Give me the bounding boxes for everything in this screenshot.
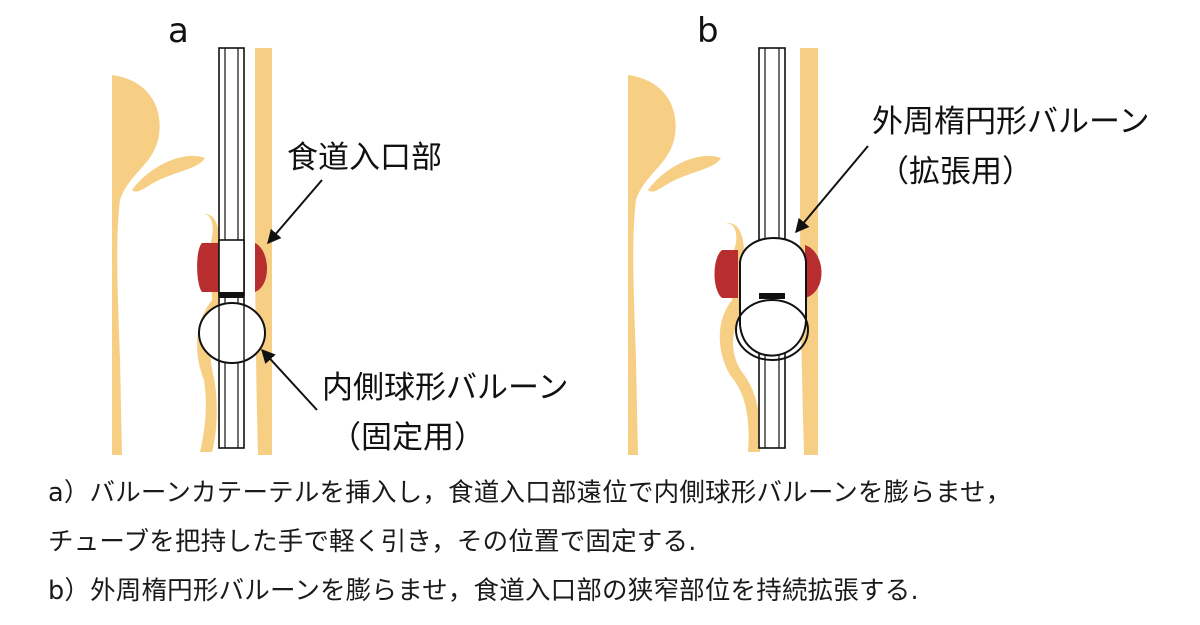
label-outer-balloon-purpose: （拡張用）: [878, 154, 1033, 190]
inner-spherical-balloon-a: [198, 302, 266, 364]
balloon-marker-b: [759, 293, 785, 299]
panel-b: b 外周楕円形バルーン （拡張用）: [628, 11, 1149, 455]
epiglottis-b: [648, 155, 721, 192]
arrow-inner-balloon: [261, 348, 318, 411]
epiglottis-a: [132, 155, 205, 192]
caption-line-2: チューブを把持した手で軽く引き，その位置で固定する.: [48, 527, 697, 557]
stricture-left-b: [714, 250, 738, 298]
arrow-outer-balloon: [795, 145, 869, 234]
stricture-left-a: [197, 243, 218, 292]
laryngeal-tissue-b: [719, 223, 761, 452]
stricture-right-a: [255, 243, 268, 292]
label-inner-balloon: 内側球形バルーン: [322, 370, 568, 406]
pharyngeal-wall-left-b: [628, 75, 676, 455]
panel-letter-b: b: [697, 11, 719, 51]
arrow-esophageal-entrance: [267, 179, 323, 245]
panel-letter-a: a: [168, 11, 189, 51]
caption-line-3: b）外周楕円形バルーンを膨らませ，食道入口部の狭窄部位を持続拡張する.: [48, 576, 919, 606]
balloon-marker-a: [219, 292, 244, 298]
outer-balloon-deflated-a: [218, 239, 245, 296]
label-esophageal-entrance: 食道入口部: [287, 140, 442, 176]
caption-line-1: a）バルーンカテーテルを挿入し，食道入口部遠位で内側球形バルーンを膨らませ，: [48, 478, 1012, 508]
label-outer-balloon: 外周楕円形バルーン: [872, 104, 1149, 140]
label-inner-balloon-purpose: （固定用）: [330, 420, 485, 456]
panel-a: a 食道入口部 内側球形バルーン （固定用）: [112, 11, 568, 456]
balloon-catheter-diagram: a 食道入口部 内側球形バルーン （固定用） b: [112, 11, 1149, 456]
stricture-right-b: [805, 245, 822, 298]
pharyngeal-wall-left-a: [112, 75, 160, 455]
inner-spherical-balloon-b: [735, 299, 809, 361]
